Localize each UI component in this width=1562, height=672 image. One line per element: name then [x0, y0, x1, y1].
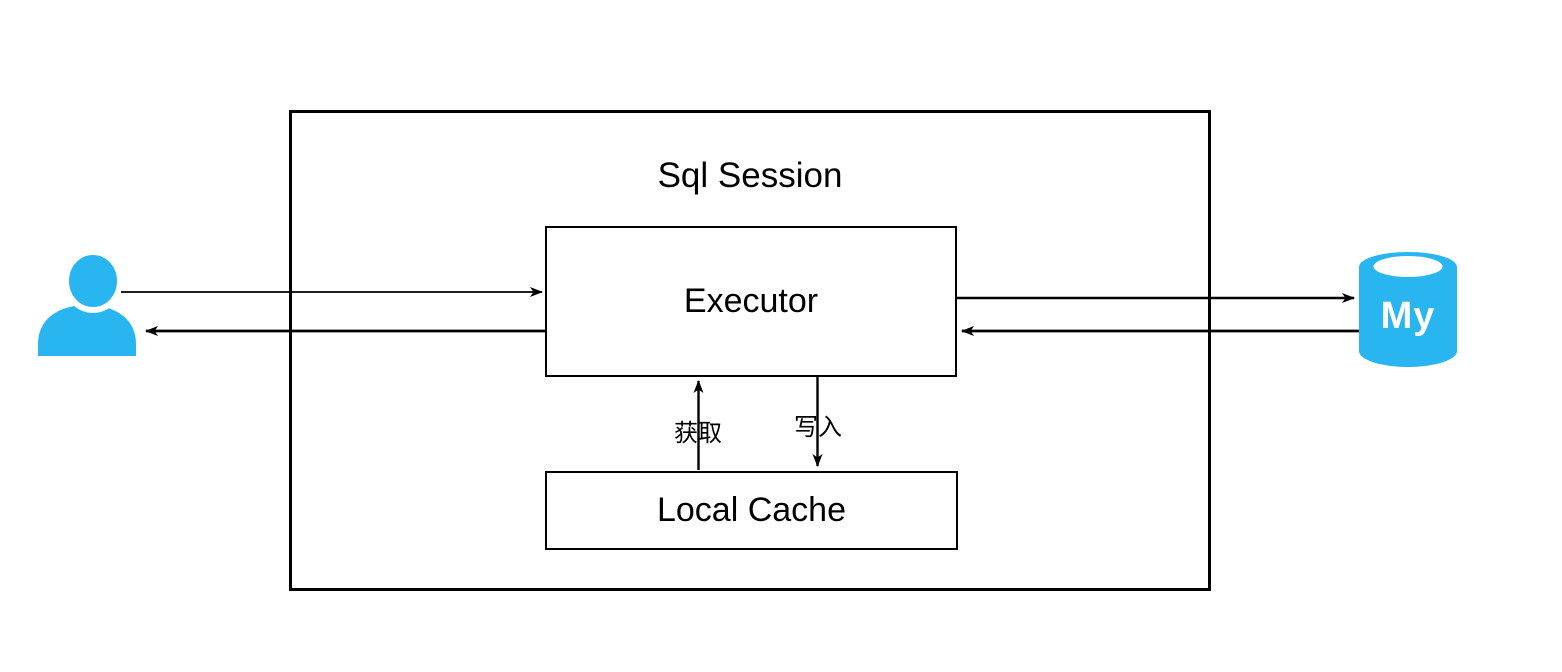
- user-icon: [38, 249, 136, 356]
- local-cache-node: Local Cache: [545, 471, 958, 550]
- executor-node: Executor: [545, 226, 957, 377]
- database-icon-bottom: [1359, 335, 1457, 367]
- user-icon-head: [63, 249, 123, 313]
- fetch-edge-label: 获取: [674, 420, 722, 447]
- sql-session-title: Sql Session: [657, 156, 843, 195]
- local-cache-label: Local Cache: [656, 491, 846, 529]
- database-icon: [1359, 252, 1457, 367]
- edges-group: [121, 287, 1359, 470]
- mysql-logo-text: My: [1380, 295, 1436, 337]
- database-icon-opening: [1373, 256, 1443, 277]
- executor-label: Executor: [683, 282, 819, 320]
- user-icon-body: [38, 305, 136, 356]
- write-edge-label: 写入: [794, 414, 842, 441]
- sql-session-box: Sql Session: [289, 110, 1211, 591]
